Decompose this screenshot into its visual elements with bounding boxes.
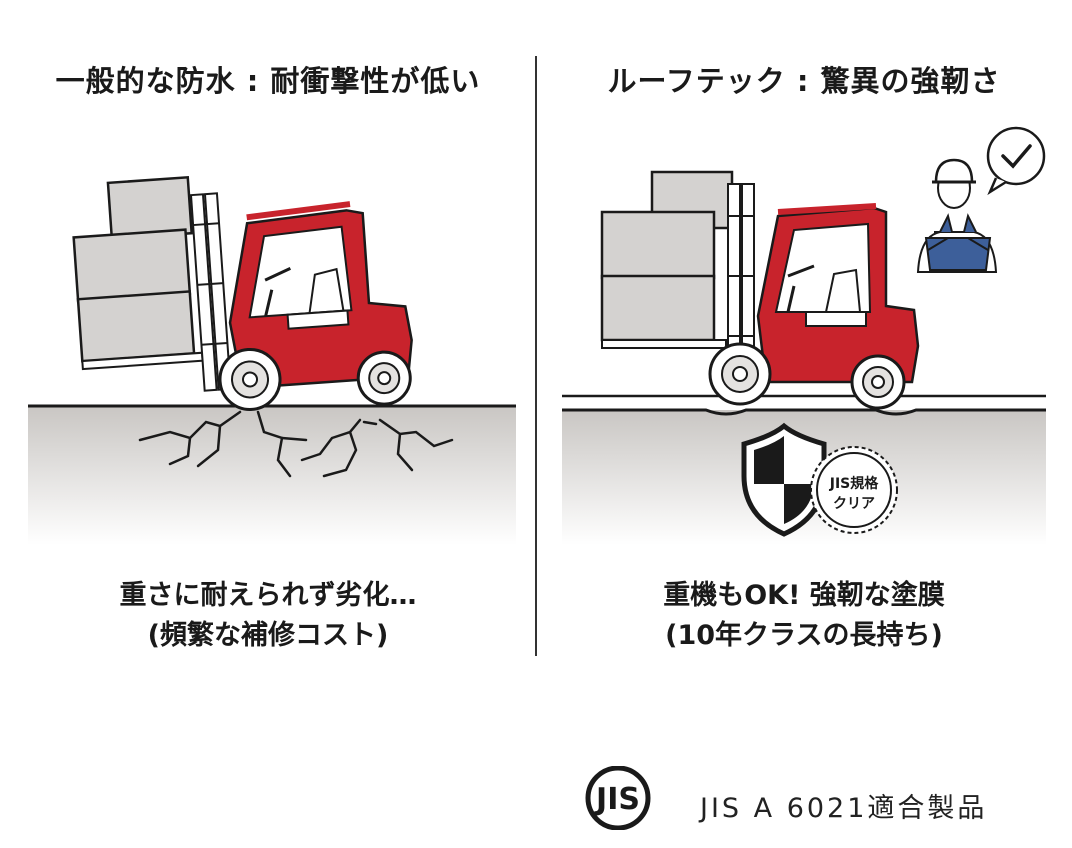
left-caption-line2: (頻繁な補修コスト)	[147, 620, 389, 651]
svg-text:クリア: クリア	[833, 496, 875, 512]
hard-hat-icon	[934, 158, 974, 184]
right-panel-title: ルーフテック : 驚異の強靭さ	[607, 64, 1001, 98]
front-wheel	[708, 342, 772, 406]
coating-layer-bottom	[562, 408, 1046, 416]
cargo-box-bottom	[76, 290, 196, 363]
ground-slab	[28, 406, 516, 545]
forklift-level	[600, 170, 920, 410]
right-caption-line2: (10年クラスの長持ち)	[665, 620, 943, 651]
left-caption: 重さに耐えられず劣化… (頻繁な補修コスト)	[0, 576, 536, 656]
worker-figure	[916, 158, 998, 273]
crack-lines	[138, 410, 454, 478]
right-caption: 重機もOK! 強靭な塗膜 (10年クラスの長持ち)	[536, 576, 1072, 656]
jis-mark-icon: JIS	[585, 766, 651, 830]
cargo-box-middle	[72, 228, 192, 303]
center-divider	[535, 56, 537, 656]
rear-wheel	[850, 354, 906, 410]
forklift-tilted	[72, 175, 413, 411]
front-wheel	[218, 347, 282, 411]
checkmark-icon	[986, 126, 1046, 196]
cargo-box-bottom	[600, 274, 716, 342]
svg-text:JIS: JIS	[594, 782, 640, 817]
jis-seal-icon: JIS規格 クリア	[810, 446, 898, 534]
rear-wheel	[356, 350, 412, 406]
right-caption-line1: 重機もOK! 強靭な塗膜	[663, 580, 945, 611]
left-caption-line1: 重さに耐えられず劣化…	[119, 580, 417, 611]
cracked-ground-illustration	[28, 175, 516, 545]
left-panel-title: 一般的な防水 : 耐衝撃性が低い	[55, 64, 481, 98]
svg-text:JIS規格: JIS規格	[829, 475, 880, 492]
strong-surface-illustration: JIS規格 クリア	[562, 126, 1046, 545]
jis-compliance-text: JIS A 6021適合製品	[700, 793, 988, 824]
cargo-box-middle	[600, 210, 716, 280]
